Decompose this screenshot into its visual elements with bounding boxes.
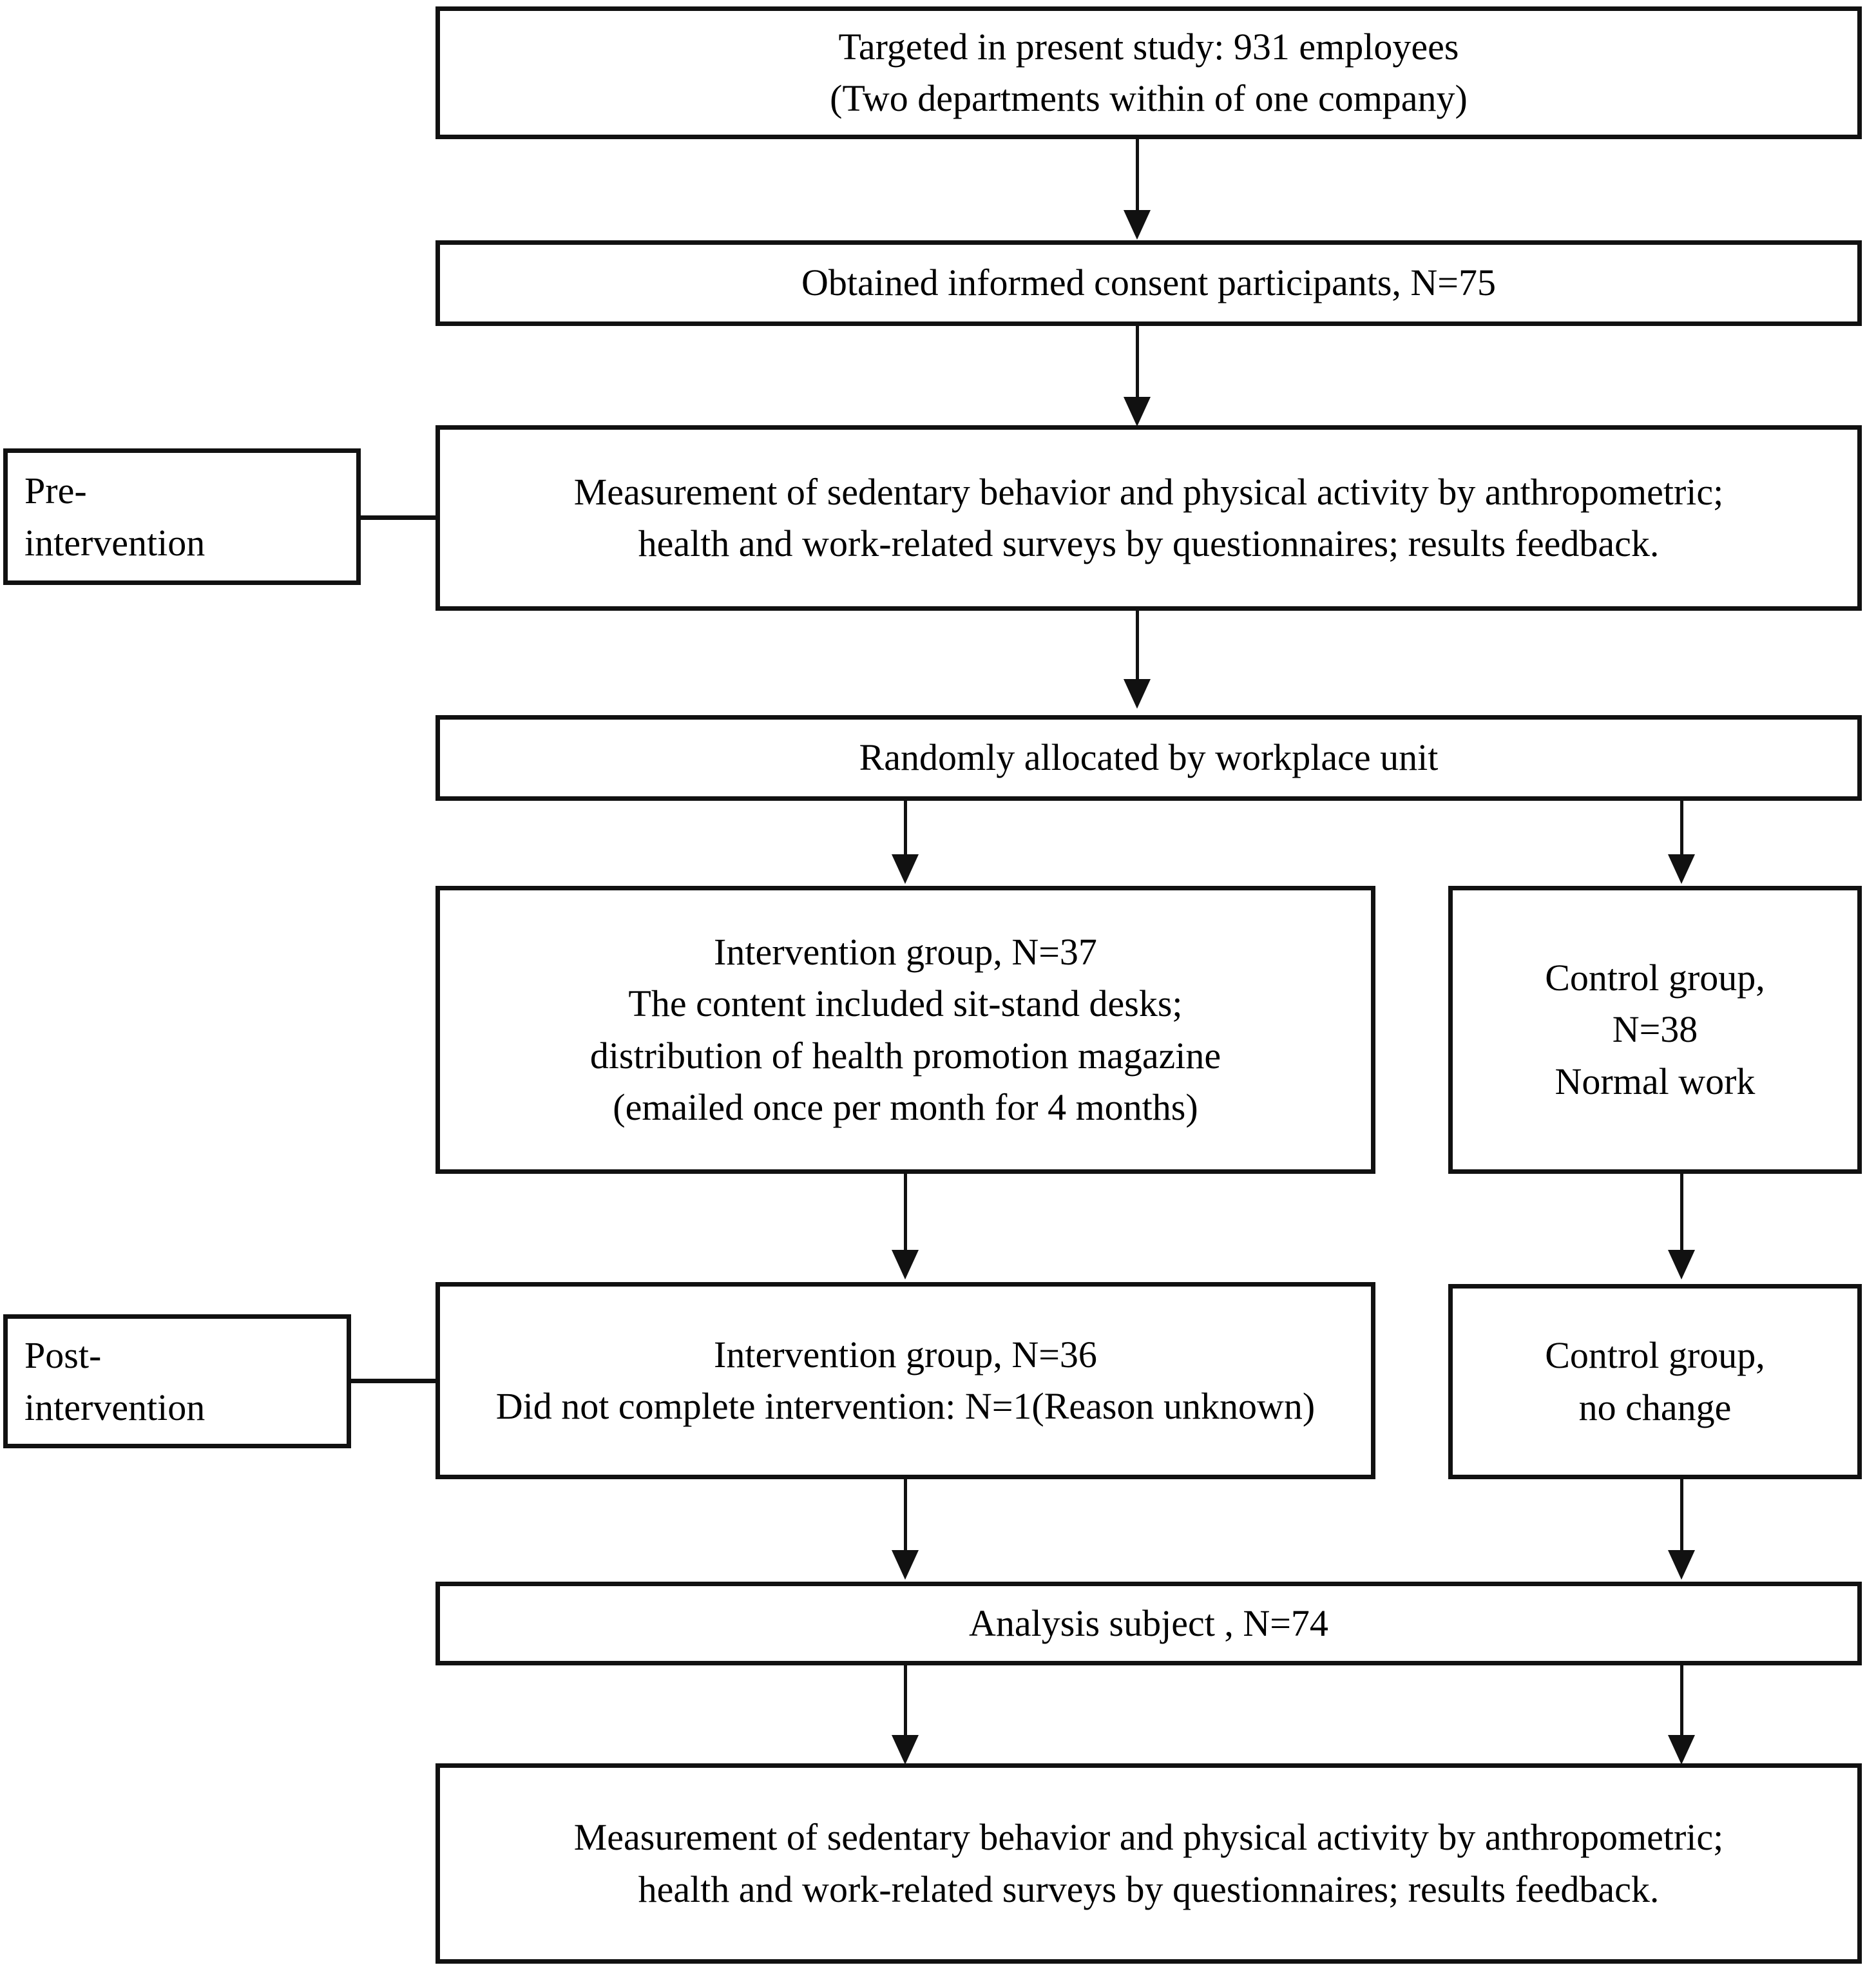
side-label-pre-intervention-text: Pre- intervention xyxy=(24,469,206,564)
node-randomized: Randomly allocated by workplace unit xyxy=(436,715,1862,801)
connector-post-label-to-intervention-post xyxy=(349,1379,438,1383)
node-intervention-post: Intervention group, N=36 Did not complet… xyxy=(436,1282,1375,1479)
node-intervention-group-label: Intervention group, N=37 The content inc… xyxy=(589,931,1221,1128)
connector-analysis-to-post-measurement-left xyxy=(904,1665,907,1736)
connector-analysis-to-post-measurement-right xyxy=(1680,1665,1683,1736)
connector-intervention-post-to-analysis xyxy=(904,1479,907,1551)
arrowhead-control-post-to-analysis xyxy=(1668,1550,1695,1580)
node-consent-label: Obtained informed consent participants, … xyxy=(801,262,1497,304)
node-control-group-label: Control group, N=38 Normal work xyxy=(1545,957,1765,1102)
arrowhead-analysis-to-post-measurement-left xyxy=(892,1735,919,1765)
arrowhead-control-to-control-post xyxy=(1668,1250,1695,1279)
side-label-pre-intervention: Pre- intervention xyxy=(3,448,361,585)
node-intervention-group: Intervention group, N=37 The content inc… xyxy=(436,886,1375,1174)
node-randomized-label: Randomly allocated by workplace unit xyxy=(859,736,1439,779)
arrowhead-targeted-to-consent xyxy=(1124,210,1151,240)
arrowhead-randomized-to-control xyxy=(1668,854,1695,884)
node-targeted-label: Targeted in present study: 931 employees… xyxy=(830,25,1468,119)
arrowhead-analysis-to-post-measurement-right xyxy=(1668,1735,1695,1765)
node-post-measurement-label: Measurement of sedentary behavior and ph… xyxy=(573,1816,1724,1910)
side-label-post-intervention-text: Post- intervention xyxy=(24,1334,206,1428)
connector-intervention-to-intervention-post xyxy=(904,1174,907,1251)
node-control-post: Control group, no change xyxy=(1448,1284,1862,1479)
node-analysis-label: Analysis subject , N=74 xyxy=(969,1602,1328,1644)
arrowhead-intervention-to-intervention-post xyxy=(892,1250,919,1279)
node-control-group: Control group, N=38 Normal work xyxy=(1448,886,1862,1174)
connector-randomized-to-intervention xyxy=(904,801,907,856)
node-consent: Obtained informed consent participants, … xyxy=(436,240,1862,326)
connector-consent-to-pre-measurement xyxy=(1136,326,1139,398)
connector-pre-label-to-measurement xyxy=(358,515,438,520)
arrowhead-intervention-post-to-analysis xyxy=(892,1550,919,1580)
connector-randomized-to-control xyxy=(1680,801,1683,856)
node-control-post-label: Control group, no change xyxy=(1545,1334,1765,1428)
connector-targeted-to-consent xyxy=(1136,139,1139,211)
node-pre-measurement-label: Measurement of sedentary behavior and ph… xyxy=(573,470,1724,564)
connector-pre-measurement-to-randomized xyxy=(1136,611,1139,680)
node-analysis: Analysis subject , N=74 xyxy=(436,1582,1862,1665)
node-pre-measurement: Measurement of sedentary behavior and ph… xyxy=(436,425,1862,611)
arrowhead-consent-to-pre-measurement xyxy=(1124,397,1151,426)
node-post-measurement: Measurement of sedentary behavior and ph… xyxy=(436,1763,1862,1964)
connector-control-post-to-analysis xyxy=(1680,1479,1683,1551)
arrowhead-randomized-to-intervention xyxy=(892,854,919,884)
node-targeted: Targeted in present study: 931 employees… xyxy=(436,6,1862,139)
node-intervention-post-label: Intervention group, N=36 Did not complet… xyxy=(495,1333,1316,1427)
arrowhead-pre-measurement-to-randomized xyxy=(1124,679,1151,709)
connector-control-to-control-post xyxy=(1680,1174,1683,1251)
side-label-post-intervention: Post- intervention xyxy=(3,1314,351,1448)
